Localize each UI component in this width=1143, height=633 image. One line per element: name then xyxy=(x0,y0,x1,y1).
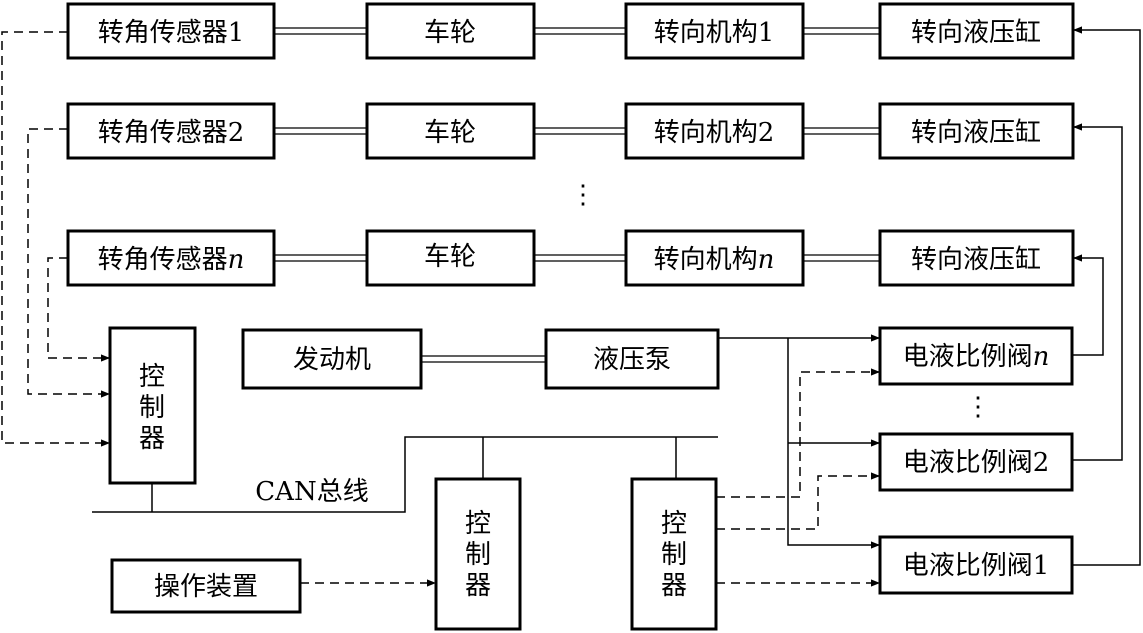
middle-controller-box xyxy=(434,477,522,631)
right-controller-box xyxy=(630,477,718,631)
pump-label: 液压泵 xyxy=(593,345,671,375)
right-controller-char-1: 控 xyxy=(661,509,687,539)
wheel-2-box xyxy=(365,102,536,160)
right-controller-char-2: 制 xyxy=(661,540,687,570)
wheel-1-box xyxy=(365,2,536,60)
row-2-double-links xyxy=(274,127,880,135)
pump-to-valve-1-line xyxy=(787,338,880,549)
row-n-double-links xyxy=(274,254,880,262)
middle-controller-char-3: 器 xyxy=(465,571,491,601)
sensor-2-to-controller-line xyxy=(27,128,110,398)
valve-2-box xyxy=(878,432,1074,492)
right-controller-char-3: 器 xyxy=(661,571,687,601)
mechanism-1-label: 转向机构1 xyxy=(654,18,775,48)
controller-to-valve-2-line xyxy=(716,472,880,530)
valve-1-label: 电液比例阀1 xyxy=(903,551,1050,581)
engine-label: 发动机 xyxy=(293,345,371,375)
engine-box xyxy=(241,328,423,390)
valve-2-label: 电液比例阀2 xyxy=(903,448,1050,478)
valve-n-box xyxy=(878,326,1074,386)
mechanism-1-box xyxy=(624,2,805,60)
row-2: 转角传感器2 车轮 转向机构2 转向液压缸 xyxy=(66,102,1075,160)
sensor-n-label: 转角传感器n xyxy=(98,245,245,275)
wheel-1-label: 车轮 xyxy=(424,18,476,48)
valve-n-label: 电液比例阀n xyxy=(903,342,1050,372)
can-bus-label: CAN总线 xyxy=(255,477,368,507)
mechanism-n-box xyxy=(624,229,805,287)
rows-ellipsis: ⋮ xyxy=(570,180,596,210)
middle-controller-char-1: 控 xyxy=(465,509,491,539)
left-controller-char-3: 器 xyxy=(139,424,165,454)
valves-ellipsis: ⋮ xyxy=(965,392,991,422)
mechanism-n-label: 转向机构n xyxy=(654,245,775,275)
cylinder-1-label: 转向液压缸 xyxy=(911,18,1041,48)
wheel-n-label: 车轮 xyxy=(424,242,476,272)
sensor-n-to-controller-line xyxy=(47,257,110,362)
wheel-n-box xyxy=(365,229,536,287)
mechanism-2-label: 转向机构2 xyxy=(654,118,775,148)
can-bus-line xyxy=(92,436,718,513)
sensor-2-label: 转角传感器2 xyxy=(98,118,245,148)
sensor-2-box xyxy=(66,102,276,160)
pump-box xyxy=(544,328,720,390)
operator-device-box xyxy=(110,558,302,614)
sensor-1-to-controller-line xyxy=(1,31,110,447)
cylinder-n-label: 转向液压缸 xyxy=(911,245,1041,275)
row-n: 转角传感器n 车轮 转向机构n 转向液压缸 xyxy=(66,229,1075,287)
row-1-double-links xyxy=(274,27,880,35)
valve-1-to-cylinder-1-line xyxy=(1072,26,1141,566)
row-1: 转角传感器1 车轮 转向机构1 转向液压缸 xyxy=(66,2,1075,60)
left-controller-char-2: 制 xyxy=(139,393,165,423)
cylinder-2-box xyxy=(878,102,1075,160)
left-controller-char-1: 控 xyxy=(139,362,165,392)
valve-n-to-cylinder-n-line xyxy=(1072,254,1104,356)
valve-1-box xyxy=(878,535,1074,595)
left-controller-box xyxy=(108,326,197,485)
cylinder-2-label: 转向液压缸 xyxy=(911,118,1041,148)
operator-device-label: 操作装置 xyxy=(154,572,258,602)
valve-2-to-cylinder-2-line xyxy=(1072,123,1123,461)
controller-to-valve-n-line xyxy=(716,368,880,498)
middle-controller-char-2: 制 xyxy=(465,540,491,570)
sensor-1-box xyxy=(66,2,276,60)
sensor-1-label: 转角传感器1 xyxy=(98,18,245,48)
engine-pump-double-link xyxy=(421,355,546,363)
mechanism-2-box xyxy=(624,102,805,160)
wheel-2-label: 车轮 xyxy=(424,118,476,148)
sensor-n-box xyxy=(66,229,276,287)
